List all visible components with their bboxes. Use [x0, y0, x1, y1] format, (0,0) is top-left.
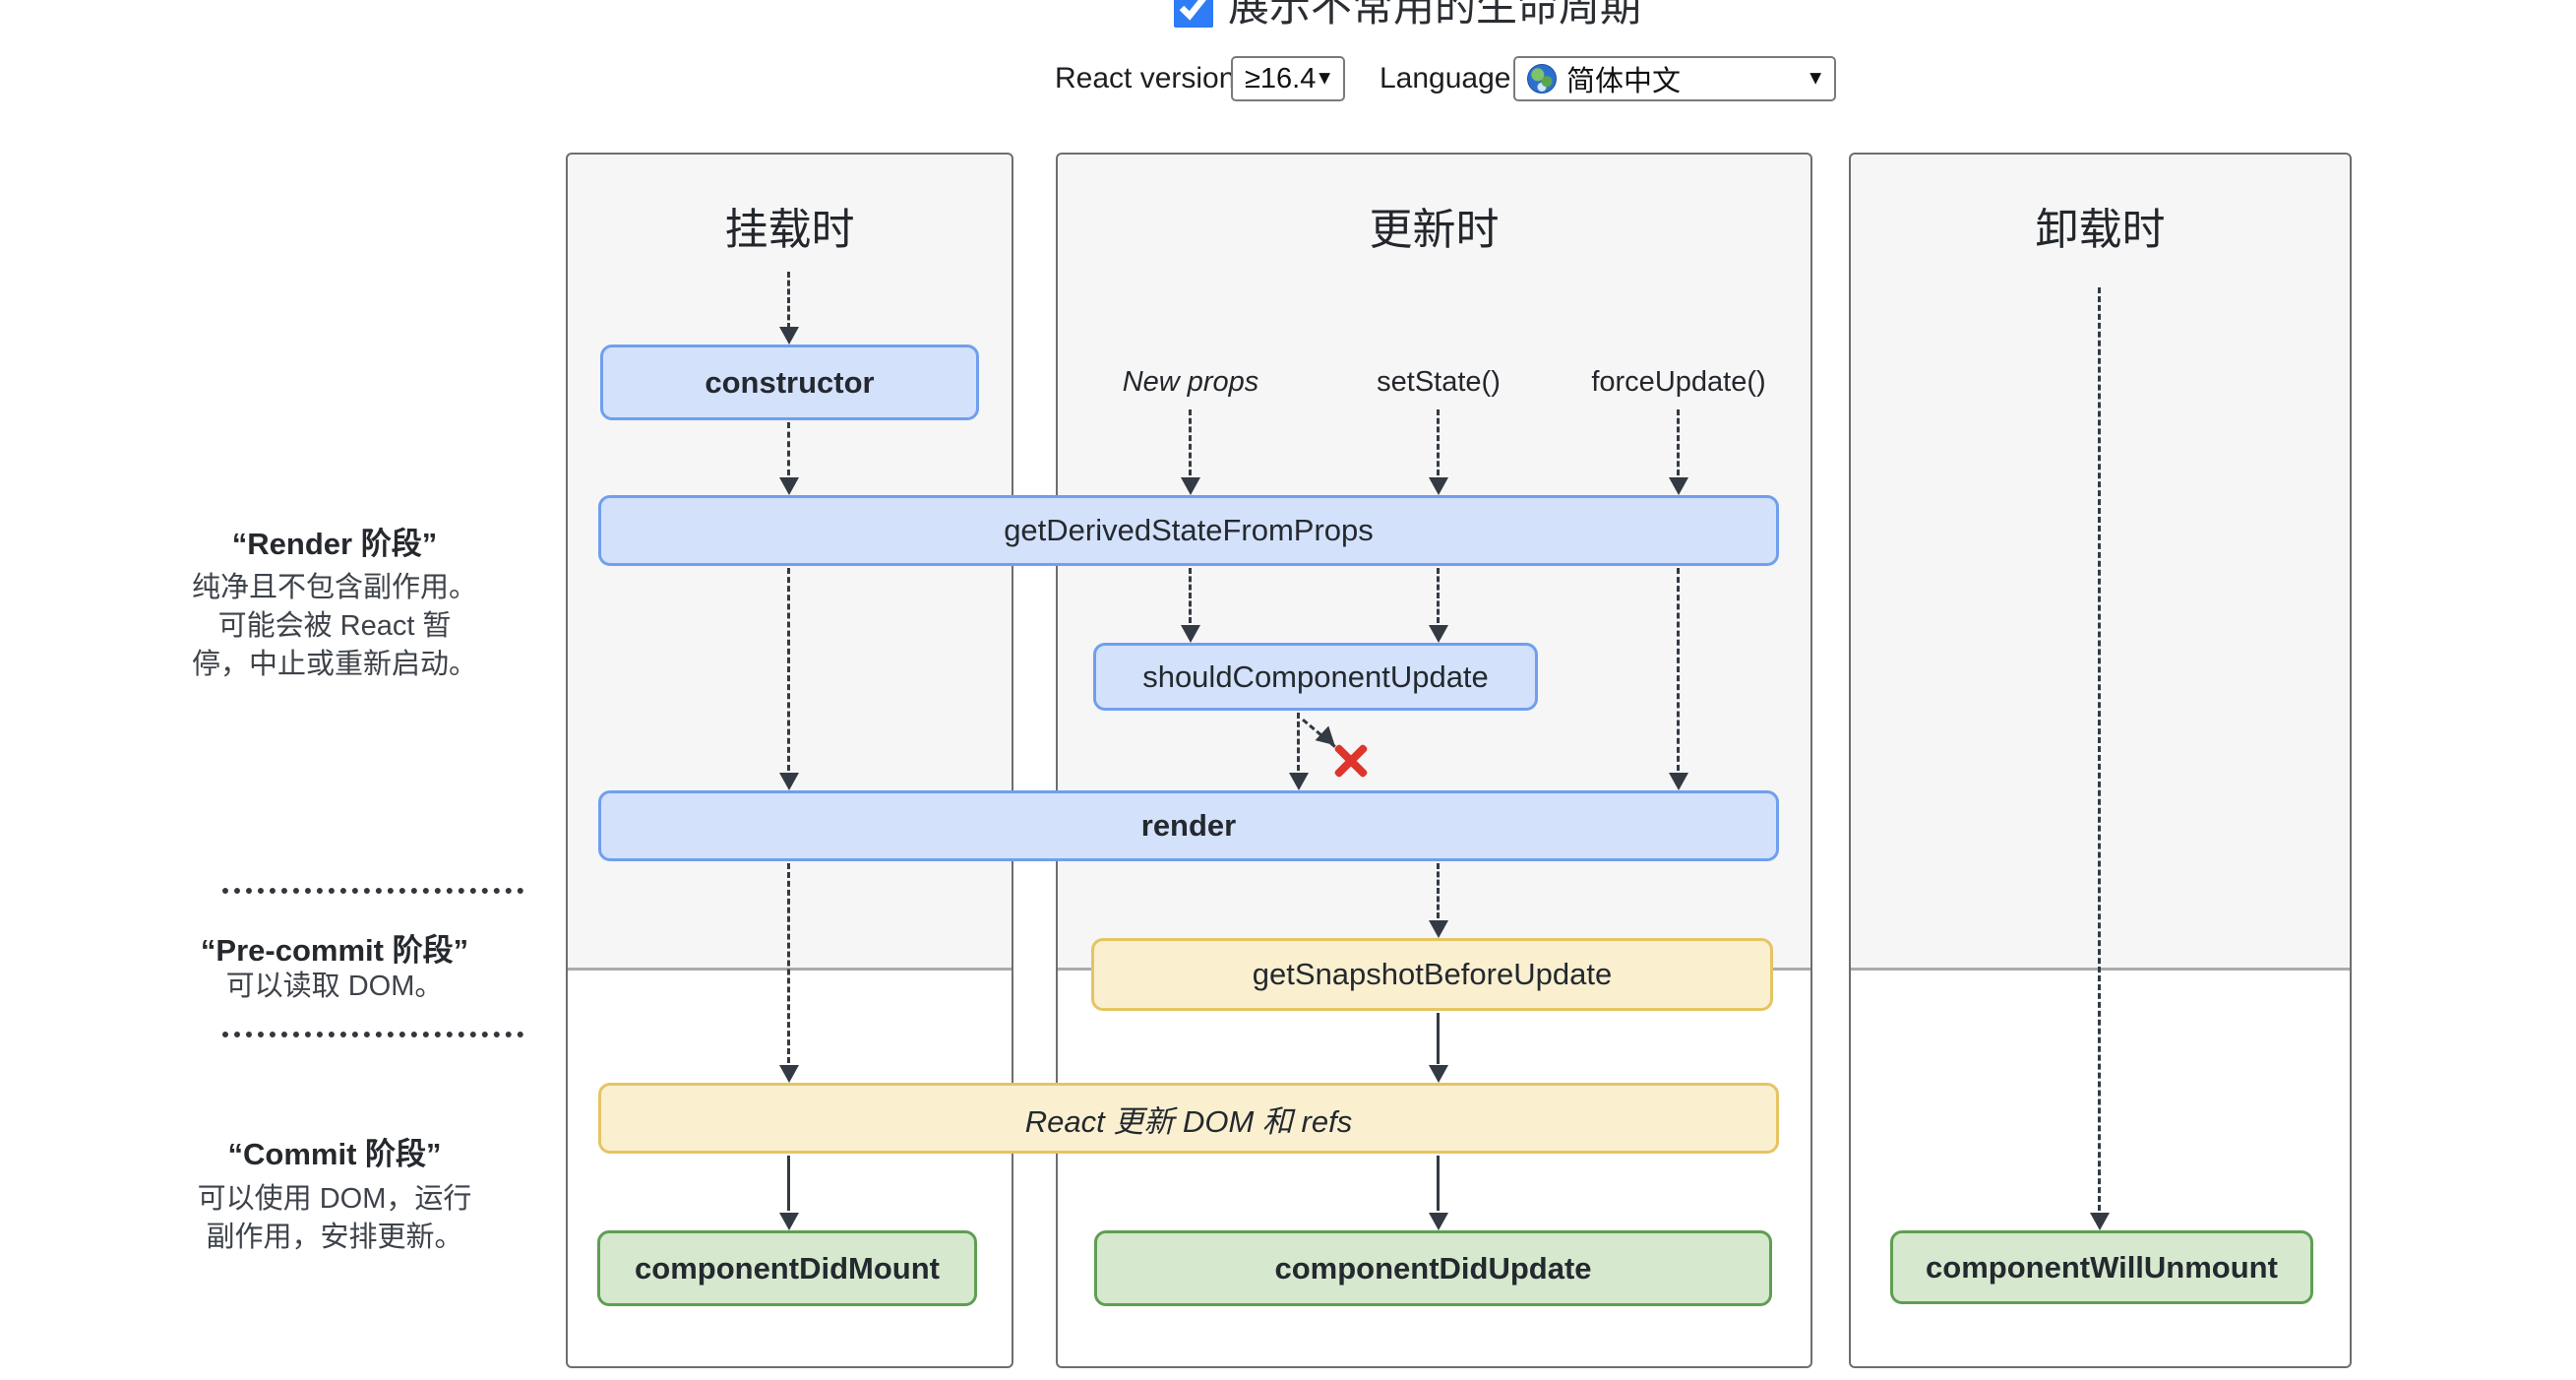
arrowhead-icon — [779, 327, 799, 345]
commit-phase-desc: 可以使用 DOM，运行 副作用，安排更新。 — [197, 1183, 472, 1253]
arrow-line — [1189, 568, 1192, 623]
component-will-unmount-box[interactable]: componentWillUnmount — [1890, 1230, 2313, 1304]
arrowhead-icon — [1429, 1213, 1448, 1230]
arrow-line — [1677, 568, 1680, 771]
render-box[interactable]: render — [598, 790, 1779, 861]
skip-render-x-icon — [1330, 739, 1372, 781]
pre-commit-phase-desc: 可以读取 DOM。 — [225, 971, 444, 1002]
arrowhead-icon — [1289, 773, 1309, 790]
arrow-line — [787, 422, 790, 475]
arrowhead-icon — [1429, 477, 1448, 495]
arrowhead-icon — [1429, 625, 1448, 643]
arrowhead-icon — [779, 1065, 799, 1083]
phase-divider-dotted — [222, 1032, 523, 1037]
arrow-line — [1677, 409, 1680, 475]
pre-commit-phase-title: “Pre-commit 阶段” — [200, 933, 469, 968]
mounting-column-title: 挂载时 — [724, 206, 855, 254]
constructor-box[interactable]: constructor — [600, 345, 979, 420]
arrow-line — [787, 863, 790, 1063]
arrowhead-icon — [1429, 920, 1448, 938]
language-value: 简体中文 — [1566, 66, 1682, 97]
get-derived-state-from-props-box[interactable]: getDerivedStateFromProps — [598, 495, 1779, 566]
component-did-mount-box[interactable]: componentDidMount — [597, 1230, 977, 1306]
arrowhead-icon — [1181, 625, 1200, 643]
arrowhead-icon — [1429, 1065, 1448, 1083]
arrowhead-icon — [2090, 1213, 2110, 1230]
get-snapshot-before-update-box[interactable]: getSnapshotBeforeUpdate — [1091, 938, 1773, 1011]
arrowhead-icon — [779, 1213, 799, 1230]
arrow-line — [787, 272, 790, 329]
set-state-link[interactable]: setState() — [1377, 366, 1501, 398]
arrowhead-icon — [1669, 477, 1688, 495]
react-version-label: React version — [1055, 62, 1236, 94]
arrow-line — [1437, 1156, 1440, 1211]
new-props-label: New props — [1122, 366, 1259, 398]
arrow-line — [1189, 409, 1192, 475]
show-uncommon-lifecycles-label: 展示不常用的生命周期 — [1228, 0, 1642, 30]
commit-phase-title: “Commit 阶段” — [227, 1137, 442, 1171]
arrow-line — [1297, 713, 1300, 771]
react-version-select[interactable]: ≥16.4 ▼ — [1231, 56, 1345, 101]
arrow-line — [1437, 409, 1440, 475]
arrowhead-icon — [1181, 477, 1200, 495]
updating-column — [1056, 153, 1812, 1368]
arrow-line — [2098, 287, 2101, 1211]
arrow-line — [1437, 1013, 1440, 1064]
arrow-line — [1437, 568, 1440, 623]
chevron-down-icon: ▼ — [1806, 67, 1825, 90]
should-component-update-box[interactable]: shouldComponentUpdate — [1093, 643, 1538, 711]
language-select[interactable]: 简体中文 ▼ — [1513, 56, 1836, 101]
arrowhead-icon — [1669, 773, 1688, 790]
react-version-value: ≥16.4 — [1245, 62, 1317, 94]
arrow-line — [1437, 863, 1440, 918]
render-phase-desc: 纯净且不包含副作用。 可能会被 React 暂 停，中止或重新启动。 — [191, 572, 477, 680]
phase-divider-dotted — [222, 888, 523, 894]
unmounting-column-title: 卸载时 — [2035, 206, 2166, 254]
updating-column-title: 更新时 — [1369, 206, 1500, 254]
arrowhead-icon — [779, 773, 799, 790]
arrow-line — [787, 1156, 790, 1211]
component-did-update-box[interactable]: componentDidUpdate — [1094, 1230, 1772, 1306]
show-uncommon-lifecycles-checkbox[interactable] — [1174, 0, 1213, 28]
language-label: Language — [1380, 62, 1511, 94]
react-updates-dom-box: React 更新 DOM 和 refs — [598, 1083, 1779, 1154]
arrow-line — [787, 568, 790, 771]
globe-icon — [1527, 64, 1557, 94]
render-phase-title: “Render 阶段” — [231, 527, 438, 561]
chevron-down-icon: ▼ — [1315, 67, 1334, 90]
arrowhead-icon — [779, 477, 799, 495]
force-update-link[interactable]: forceUpdate() — [1591, 366, 1766, 398]
